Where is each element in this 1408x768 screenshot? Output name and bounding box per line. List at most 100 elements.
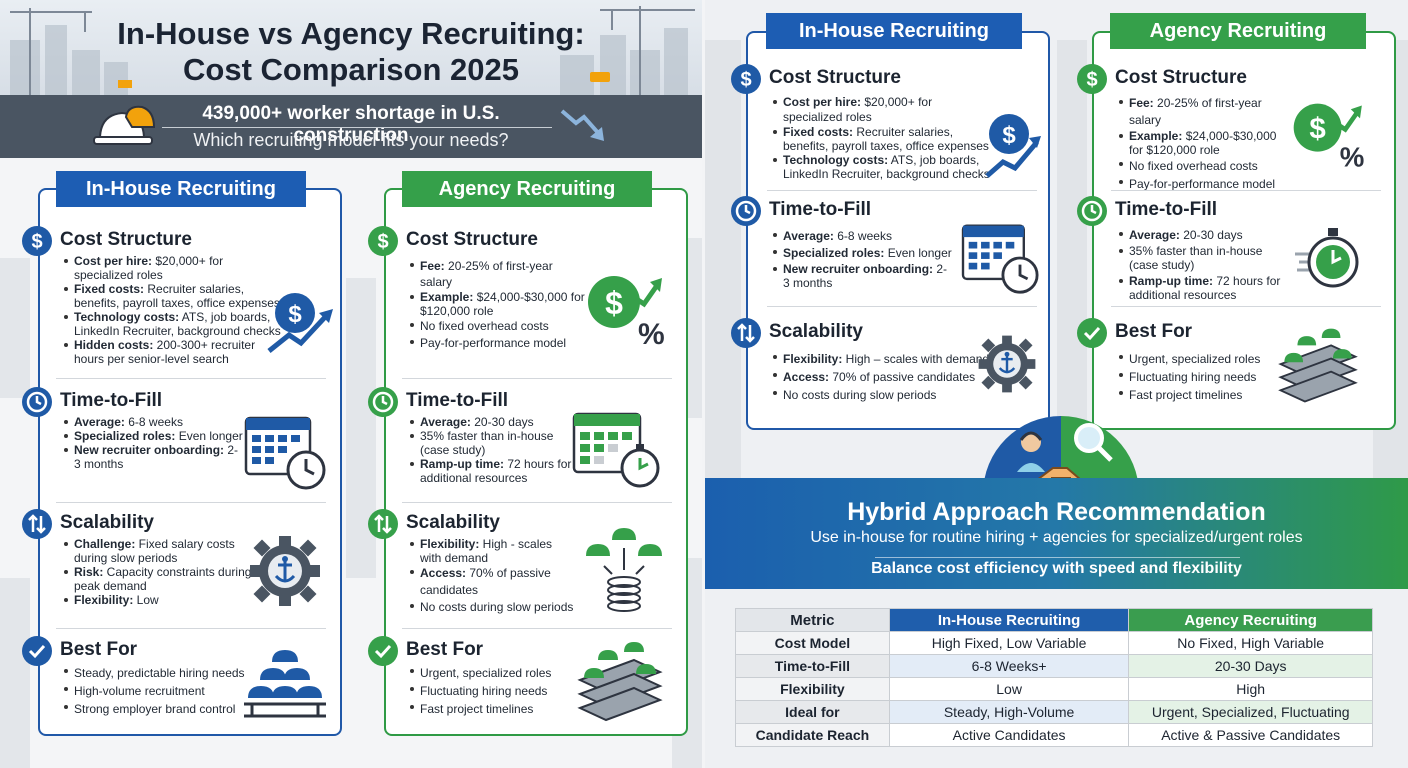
table-cell: Candidate Reach <box>735 723 890 747</box>
clock-icon <box>1077 196 1107 226</box>
list-item: Fast project timelines <box>410 700 600 718</box>
section-divider <box>1111 306 1381 307</box>
title-line-1: In-House vs Agency Recruiting: <box>117 16 585 51</box>
checkmark-icon <box>368 636 398 666</box>
list-item: Steady, predictable hiring needs <box>64 664 264 682</box>
table-cell: 20-30 Days <box>1128 654 1373 678</box>
list-item: Flexibility: Low <box>64 593 254 607</box>
bullet-list: Flexibility: High – scales with demand A… <box>773 350 993 404</box>
bullet-list: Average: 20-30 days 35% faster than in-h… <box>410 415 575 485</box>
table-row: Cost Model High Fixed, Low Variable No F… <box>735 631 1373 655</box>
list-item: Fixed costs: Recruiter salaries, benefit… <box>773 125 993 153</box>
list-item: Example: $24,000-$30,000 for $120,000 ro… <box>410 290 585 318</box>
table-cell: Cost Model <box>735 631 890 655</box>
list-item: Flexibility: High – scales with demand <box>773 350 993 368</box>
recruiter-headset-icon <box>1017 431 1045 472</box>
calendar-clock-icon <box>244 416 326 490</box>
list-item: Risk: Capacity constraints during peak d… <box>64 565 254 593</box>
list-item: Ramp-up time: 72 hours for additional re… <box>1119 274 1284 302</box>
section-title: Time-to-Fill <box>769 199 872 220</box>
in-house-cost-section: $ Cost Structure Cost per hire: $20,000+… <box>22 226 332 371</box>
table-cell: No Fixed, High Variable <box>1128 631 1373 655</box>
banner-divider <box>162 127 552 128</box>
list-item: No costs during slow periods <box>773 386 993 404</box>
list-item: Specialized roles: Even longer <box>64 429 244 443</box>
list-item: Urgent, specialized roles <box>1119 350 1299 368</box>
table-cell: Flexibility <box>735 677 890 701</box>
section-title: Scalability <box>60 512 154 533</box>
handshake-emblem-icon <box>983 416 1139 494</box>
agency-time-section: Time-to-Fill Average: 20-30 days 35% fas… <box>368 387 678 497</box>
list-item: Pay-for-performance model <box>410 335 585 352</box>
svg-text:$: $ <box>377 231 388 253</box>
title-line-2: Cost Comparison 2025 <box>183 52 519 87</box>
section-title: Time-to-Fill <box>60 390 163 411</box>
hybrid-title: Hybrid Approach Recommendation <box>847 498 1266 526</box>
section-title: Cost Structure <box>1115 67 1247 88</box>
section-title: Best For <box>1115 321 1193 342</box>
section-divider <box>1111 190 1381 191</box>
section-divider <box>402 378 672 379</box>
bullet-list: Urgent, specialized roles Fluctuating hi… <box>410 664 600 718</box>
stat-banner: 439,000+ worker shortage in U.S. constru… <box>0 95 702 158</box>
bullet-list: Average: 20-30 days 35% faster than in-h… <box>1119 227 1284 302</box>
dollar-percent-icon: $ % <box>588 276 664 348</box>
scale-arrows-icon <box>22 509 52 539</box>
in-house-time-section: Time-to-Fill Average: 6-8 weeks Speciali… <box>22 387 332 487</box>
in-house-time-section: Time-to-Fill Average: 6-8 weeks Speciali… <box>731 196 1041 296</box>
dollar-growth-icon: $ <box>267 293 333 353</box>
section-title: Cost Structure <box>60 229 192 250</box>
section-divider <box>402 502 672 503</box>
steel-beams-hardhats-icon <box>1278 328 1358 403</box>
list-item: Average: 20-30 days <box>1119 227 1284 244</box>
table-cell: Urgent, Specialized, Fluctuating <box>1128 700 1373 724</box>
stopwatch-icon <box>1295 228 1359 288</box>
page-title: In-House vs Agency Recruiting: Cost Comp… <box>0 16 702 88</box>
table-cell: Active & Passive Candidates <box>1128 723 1373 747</box>
bullet-list: Average: 6-8 weeks Specialized roles: Ev… <box>773 228 953 290</box>
list-item: Average: 20-30 days <box>410 415 575 429</box>
section-title: Cost Structure <box>769 67 901 88</box>
agency-card-title: Agency Recruiting <box>1110 13 1366 49</box>
section-title: Time-to-Fill <box>1115 199 1218 220</box>
banner-question: Which recruiting model fits your needs? <box>193 130 509 150</box>
hardhat-icon <box>93 105 156 145</box>
list-item: New recruiter onboarding: 2-3 months <box>773 262 953 290</box>
bullet-list: Fee: 20-25% of first-year salary Example… <box>410 258 585 352</box>
list-item: Average: 6-8 weeks <box>64 415 244 429</box>
hybrid-recommendation-banner: Hybrid Approach Recommendation Use in-ho… <box>705 478 1408 589</box>
section-title: Best For <box>406 639 484 660</box>
agency-best-for-section: Best For Urgent, specialized roles Fluct… <box>1077 318 1387 408</box>
svg-text:$: $ <box>1086 69 1097 91</box>
list-item: Urgent, specialized roles <box>410 664 600 682</box>
section-title: Best For <box>60 639 138 660</box>
bullet-list: Challenge: Fixed salary costs during slo… <box>64 537 254 607</box>
section-title: Scalability <box>406 512 500 533</box>
list-item: Fluctuating hiring needs <box>410 682 600 700</box>
section-title: Cost Structure <box>406 229 538 250</box>
bullet-list: Cost per hire: $20,000+ for specialized … <box>64 254 284 366</box>
section-title: Scalability <box>769 321 863 342</box>
in-house-card-title: In-House Recruiting <box>766 13 1022 49</box>
svg-text:%: % <box>1340 141 1365 170</box>
list-item: Flexibility: High - scales with demand <box>410 537 575 565</box>
section-divider <box>767 190 1037 191</box>
calendar-clock-icon <box>961 224 1039 294</box>
list-item: No fixed overhead costs <box>1119 157 1291 175</box>
list-item: Example: $24,000-$30,000 for $120,000 ro… <box>1119 129 1291 157</box>
list-item: Fast project timelines <box>1119 386 1299 404</box>
list-item: Fee: 20-25% of first-year salary <box>1119 95 1291 129</box>
right-infographic: In-House Recruiting $ Cost Structure Cos… <box>705 0 1408 768</box>
table-cell: High Fixed, Low Variable <box>888 631 1130 655</box>
dollar-percent-icon: $ % <box>1293 103 1365 170</box>
table-cell: High <box>1128 677 1373 701</box>
in-house-scalability-section: Scalability Flexibility: High – scales w… <box>731 318 1041 408</box>
shortage-stat: 439,000+ worker shortage in U.S. constru… <box>202 103 500 146</box>
section-title: Time-to-Fill <box>406 390 509 411</box>
svg-text:$: $ <box>605 285 623 321</box>
hero-header: In-House vs Agency Recruiting: Cost Comp… <box>0 0 702 95</box>
dollar-icon: $ <box>731 64 761 94</box>
hardhat-stack-icon <box>244 650 326 718</box>
list-item: Ramp-up time: 72 hours for additional re… <box>410 457 575 485</box>
list-item: Average: 6-8 weeks <box>773 228 953 245</box>
